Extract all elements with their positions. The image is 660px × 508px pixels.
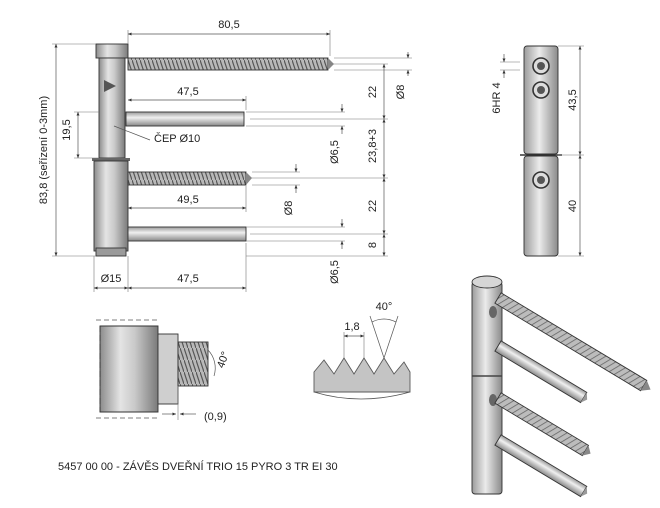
dim-top-screw-diameter: Ø8 bbox=[395, 85, 407, 100]
dim-side-upper-height: 43,5 bbox=[567, 89, 579, 110]
dim-adjust-spacing: 23,8+3 bbox=[367, 129, 379, 163]
adjust-notch bbox=[104, 80, 116, 92]
dim-upper-pin-diameter: Ø6,5 bbox=[329, 140, 341, 164]
dim-lower-pin-diameter: Ø6,5 bbox=[329, 260, 341, 284]
side-upper-knuckle bbox=[523, 45, 559, 155]
detail-thread-pitch: 1,8 bbox=[344, 321, 359, 333]
iso-top-screw bbox=[494, 292, 648, 392]
side-lower-knuckle bbox=[523, 155, 559, 257]
detail-thread-profile: 1,8 40° bbox=[313, 301, 411, 400]
dim-total-height: 83,8 (seřízení 0-3mm) bbox=[38, 96, 50, 204]
bottom-cap bbox=[95, 247, 127, 257]
detail-thread-angle: 40° bbox=[215, 350, 232, 370]
top-cap bbox=[95, 43, 129, 59]
dim-upper-spacing: 22 bbox=[367, 86, 379, 98]
lower-knuckle bbox=[93, 160, 129, 252]
detail-thread-entry: 40° (0,9) bbox=[96, 319, 232, 423]
knuckle-joint bbox=[92, 158, 130, 161]
dim-lower-spacing: 22 bbox=[367, 200, 379, 212]
dim-screw-length: 49,5 bbox=[177, 194, 198, 206]
middle-screw-tip bbox=[246, 172, 252, 185]
side-view: 6HR 4 43,5 40 bbox=[491, 45, 584, 257]
top-screw bbox=[127, 57, 329, 71]
dim-bottom-offset: 8 bbox=[367, 242, 379, 248]
front-view: 80,5 47,5 83,8 (seřízení 0-3mm) 19,5 ČEP… bbox=[38, 19, 412, 292]
drawing-caption: 5457 00 00 - ZÁVĚS DVEŘNÍ TRIO 15 PYRO 3… bbox=[58, 461, 338, 473]
dim-lower-pin-length: 47,5 bbox=[177, 273, 198, 285]
middle-screw bbox=[127, 171, 247, 186]
dim-knuckle-height: 19,5 bbox=[61, 119, 73, 140]
detail-thread bbox=[177, 341, 209, 387]
detail-thread-angle-2: 40° bbox=[376, 301, 393, 313]
dim-overall-width: 80,5 bbox=[218, 19, 239, 31]
dim-middle-screw-diameter: Ø8 bbox=[283, 201, 295, 216]
upper-knuckle bbox=[98, 57, 126, 159]
detail-gap: (0,9) bbox=[204, 411, 227, 423]
pin-label: ČEP Ø10 bbox=[154, 132, 200, 145]
dim-hex-socket: 6HR 4 bbox=[491, 82, 503, 113]
upper-pin bbox=[125, 111, 245, 127]
iso-top bbox=[471, 275, 503, 289]
lower-pin bbox=[127, 226, 247, 242]
dim-upper-pin-length: 47,5 bbox=[177, 86, 198, 98]
dim-side-lower-height: 40 bbox=[567, 200, 579, 212]
dim-base-diameter: Ø15 bbox=[101, 273, 122, 285]
iso-view bbox=[471, 275, 651, 498]
thread-profile bbox=[313, 357, 411, 393]
iso-shaft bbox=[471, 281, 503, 495]
